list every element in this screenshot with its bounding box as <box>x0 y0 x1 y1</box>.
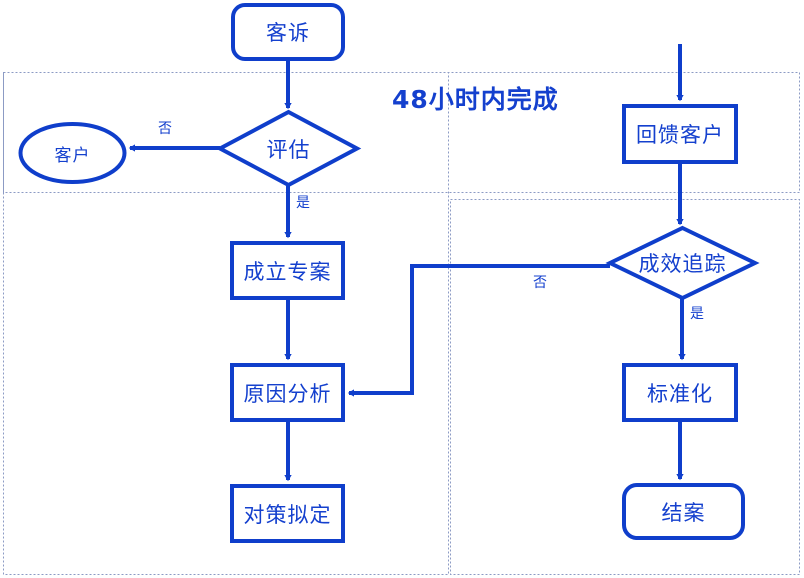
group-title-time-constraint: 48小时内完成 <box>392 85 559 114</box>
group-box-left-process <box>3 72 449 575</box>
node-shape-close-case[interactable] <box>622 483 745 540</box>
group-boxes <box>3 72 800 575</box>
node-shape-track-result[interactable] <box>605 225 760 301</box>
node-shape-complaint[interactable] <box>231 3 345 61</box>
edge-label-track-no: 否 <box>533 275 547 291</box>
edge-track-to-cause <box>347 264 610 397</box>
connectors <box>128 44 686 482</box>
node-shape-feedback[interactable] <box>622 104 738 164</box>
node-shape-countermeasure[interactable] <box>230 484 345 543</box>
node-shape-evaluate[interactable] <box>215 109 362 188</box>
edge-label-evaluate-no: 否 <box>158 121 172 137</box>
edge-label-track-yes: 是 <box>690 306 704 322</box>
group-box-tracking <box>450 199 800 575</box>
node-shape-standardize[interactable] <box>622 363 738 422</box>
node-shapes <box>18 3 760 543</box>
node-shape-setup-case[interactable] <box>230 241 345 300</box>
edge-label-evaluate-yes: 是 <box>296 195 310 211</box>
node-shape-customer[interactable] <box>18 122 127 184</box>
node-shape-cause-analysis[interactable] <box>230 363 345 422</box>
